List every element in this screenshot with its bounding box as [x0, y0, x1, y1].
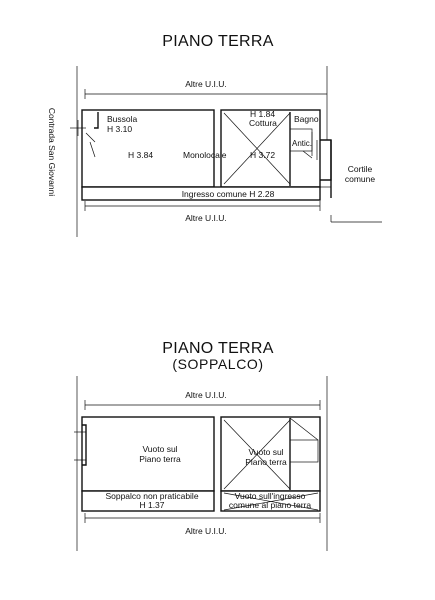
- cortile-step: [320, 139, 332, 181]
- void-cross-b: [223, 419, 291, 490]
- monolocale-height: H 3.84: [128, 150, 153, 160]
- top-neighbor-label: Altre U.I.U.: [185, 79, 227, 89]
- monolocale-label: Monolocale: [183, 150, 227, 160]
- top-neighbor-label-2: Altre U.I.U.: [185, 390, 227, 400]
- ingresso-corridor: [81, 186, 321, 201]
- bagno-label: Bagno: [294, 114, 319, 124]
- bussola-label: Bussola: [107, 114, 138, 124]
- soppalco-label-2: H 1.37: [139, 500, 164, 510]
- monolocale-room: [81, 109, 215, 188]
- cottura-label: Cottura: [249, 118, 277, 128]
- kitchen-cross-b: [223, 112, 291, 185]
- bathroom-box-2: [289, 439, 319, 463]
- bottom-neighbor-label-2: Altre U.I.U.: [185, 526, 227, 536]
- vuoto-ingresso-label-2: comune al piano terra: [229, 500, 311, 510]
- vuoto-right-label-2: Piano terra: [245, 457, 287, 467]
- mezzanine-plan: PIANO TERRA (SOPPALCO) Altre U.I.U.: [74, 340, 328, 551]
- soppalco-strip: [81, 490, 215, 512]
- left-wall-detail: [82, 424, 87, 466]
- vuoto-right-label-1: Vuoto sul: [248, 447, 283, 457]
- mezzanine-subtitle: (SOPPALCO): [172, 356, 263, 372]
- antic-label: Antic.: [292, 139, 312, 148]
- cottura-height-2: H 3.72: [250, 150, 275, 160]
- cottura-height: H 1.84: [250, 109, 275, 119]
- street-label: Contrada San Giovanni: [47, 108, 57, 196]
- ground-floor-plan: PIANO TERRA Altre U.I.U. Contrada San Gi…: [47, 33, 382, 237]
- vuoto-left-label-1: Vuoto sul: [142, 444, 177, 454]
- cortile-label-2: comune: [345, 174, 376, 184]
- ground-floor-title: PIANO TERRA: [162, 33, 273, 50]
- soppalco-label-1: Soppalco non praticabile: [105, 491, 198, 501]
- bussola-partition: [94, 112, 99, 129]
- cortile-label-1: Cortile: [348, 164, 373, 174]
- bussola-door: [85, 132, 96, 143]
- ingresso-label: Ingresso comune H 2.28: [182, 189, 275, 199]
- bussola-height: H 3.10: [107, 124, 132, 134]
- vuoto-ingresso-label-1: Vuoto sull'ingresso: [235, 491, 306, 501]
- bottom-neighbor-label: Altre U.I.U.: [185, 213, 227, 223]
- mezzanine-title: PIANO TERRA: [162, 340, 273, 357]
- vuoto-left-label-2: Piano terra: [139, 454, 181, 464]
